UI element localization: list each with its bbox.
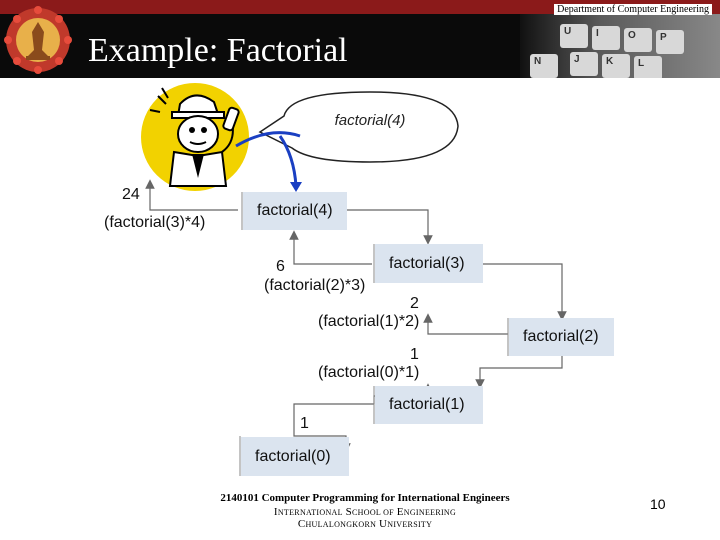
- detective-phone-illustration: [141, 83, 249, 191]
- footer-univ-rest-b: NIVERSITY: [387, 520, 433, 529]
- footer-school-rest-b: CHOOL OF: [352, 508, 394, 517]
- key-j: J: [570, 52, 598, 76]
- return-value-24: 24: [122, 186, 140, 203]
- key-o: O: [624, 28, 652, 52]
- footer-univ-cap-u: U: [379, 518, 388, 530]
- call-box-factorial-0: factorial(0): [241, 437, 349, 476]
- bubble-call-label: factorial(4): [334, 112, 406, 129]
- footer-univ-rest-a: HULALONGKORN: [305, 520, 377, 529]
- footer-university-name: CHULALONGKORN UNIVERSITY: [200, 518, 530, 530]
- return-expr-factorial-2: (factorial(2)*3): [264, 277, 366, 294]
- speech-bubble: [235, 91, 459, 192]
- return-value-6: 6: [276, 258, 285, 275]
- university-seal-icon: [4, 6, 72, 74]
- key-n: N: [530, 54, 558, 78]
- call-box-factorial-4: factorial(4): [243, 192, 347, 230]
- footer-school-cap-s: S: [345, 506, 353, 518]
- key-p: P: [656, 30, 684, 54]
- header-banner: U I O P J K L N Department of Computer E…: [0, 0, 720, 78]
- footer-school-rest-a: NTERNATIONAL: [277, 508, 343, 517]
- footer-school-cap-e: E: [396, 506, 404, 518]
- return-expr-factorial-1: (factorial(1)*2): [318, 313, 420, 330]
- return-value-1b: 1: [300, 415, 309, 432]
- key-l: L: [634, 56, 662, 78]
- footer-course-title: 2140101 Computer Programming for Interna…: [220, 492, 510, 504]
- footer-school-name: INTERNATIONAL SCHOOL OF ENGINEERING: [200, 506, 530, 518]
- header-stripe: [0, 0, 720, 14]
- footer-school-cap-i: I: [273, 506, 278, 518]
- return-expr-factorial-3: (factorial(3)*4): [104, 214, 206, 231]
- call-box-factorial-1: factorial(1): [375, 386, 483, 424]
- key-u: U: [560, 24, 588, 48]
- return-value-2: 2: [410, 295, 419, 312]
- return-value-1a: 1: [410, 346, 419, 363]
- keyboard-image: U I O P J K L N: [520, 14, 720, 78]
- key-k: K: [602, 54, 630, 78]
- page-number: 10: [650, 496, 666, 512]
- call-box-factorial-2: factorial(2): [509, 318, 614, 356]
- return-expr-factorial-0: (factorial(0)*1): [318, 364, 420, 381]
- slide-title: Example: Factorial: [88, 32, 348, 69]
- footer-school-rest-c: NGINEERING: [403, 508, 457, 517]
- call-box-factorial-3: factorial(3): [375, 244, 483, 283]
- key-i: I: [592, 26, 620, 50]
- department-label: Department of Computer Engineering: [554, 4, 712, 15]
- footer-univ-cap-c: C: [297, 518, 306, 530]
